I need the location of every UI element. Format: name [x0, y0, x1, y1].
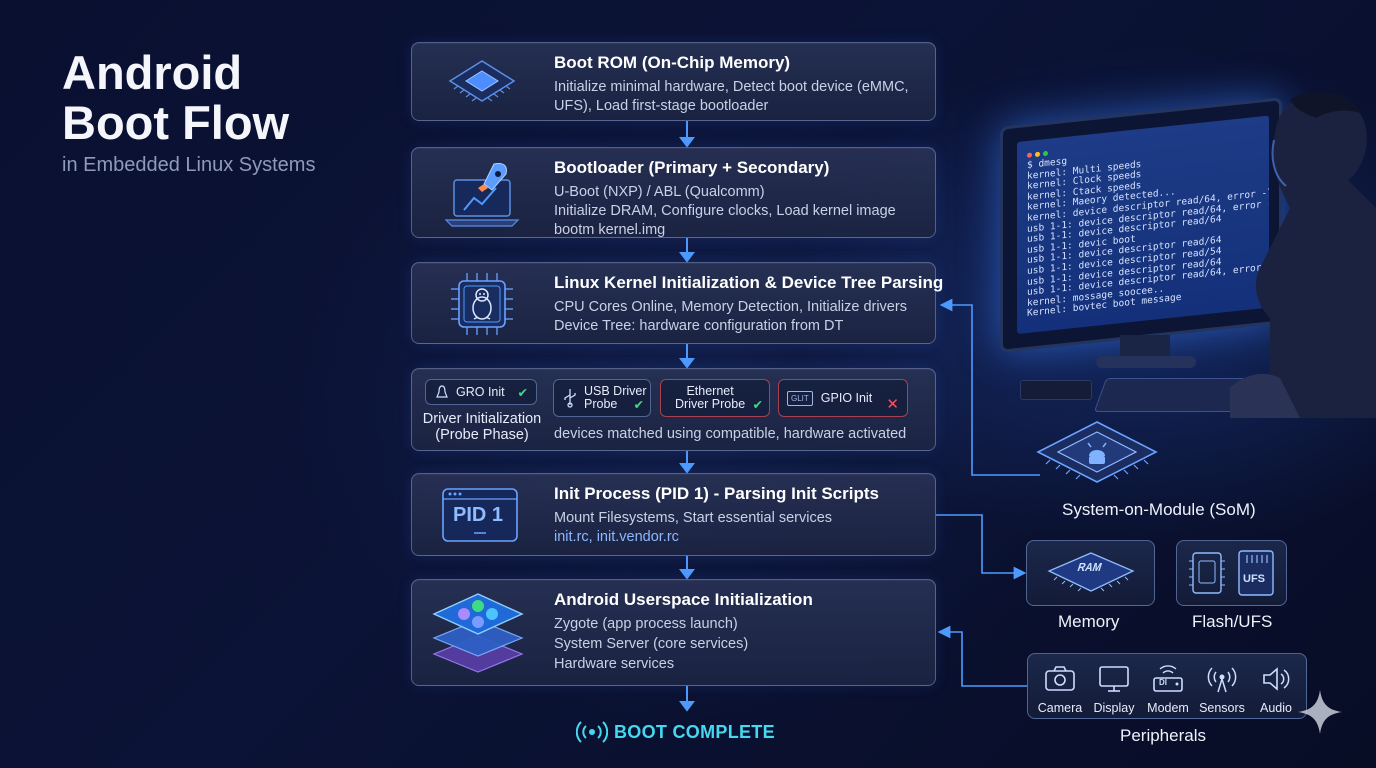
driver-stage-label: Driver Initialization (Probe Phase): [418, 411, 546, 443]
peripheral-label: Camera: [1037, 701, 1083, 715]
driver-chip-label: USB Driver: [584, 384, 647, 398]
stage-detail: Hardware services: [554, 656, 675, 672]
peripheral-label: Sensors: [1199, 701, 1245, 715]
peripheral-camera: Camera: [1032, 664, 1088, 715]
gpio-chip-icon: GLIT: [787, 390, 813, 406]
stage-detail: Initialize DRAM, Configure clocks, Load …: [554, 203, 896, 219]
stage-detail: U-Boot (NXP) / ABL (Qualcomm): [554, 184, 765, 200]
mouse-pad: [1020, 380, 1092, 400]
layers-icon: [426, 584, 530, 680]
memory-label: Memory: [1058, 612, 1120, 631]
sd-card-icon: [1192, 552, 1222, 594]
driver-chip-label: Driver Probe: [675, 397, 746, 411]
stage-detail: System Server (core services): [554, 636, 749, 652]
camera-icon: [1045, 666, 1075, 691]
peripherals-card: Camera Display DI Modem Sensors Audio: [1027, 653, 1307, 719]
stage-title: Boot ROM (On-Chip Memory): [554, 53, 791, 72]
peripheral-label: Modem: [1147, 701, 1189, 715]
stage-boot-rom: Boot ROM (On-Chip Memory) Initialize min…: [411, 42, 936, 121]
check-icon: ✔: [517, 385, 528, 400]
person-silhouette: [1230, 91, 1376, 418]
page-subtitle: in Embedded Linux Systems: [62, 154, 316, 176]
page-title: Android Boot Flow: [62, 48, 382, 148]
peripheral-sensors: Sensors: [1194, 664, 1250, 715]
driver-chip-gpio: GLIT GPIO Init ✕: [778, 379, 908, 417]
flash-icons: [1189, 550, 1274, 596]
ram-text: RAM: [1075, 561, 1104, 575]
init-scripts: init.rc, init.vendor.rc: [554, 529, 679, 545]
stage-title: Init Process (PID 1) - Parsing Init Scri…: [554, 484, 879, 503]
stage-detail: CPU Cores Online, Memory Detection, Init…: [554, 299, 907, 315]
peripheral-label: Display: [1093, 701, 1135, 715]
sensor-icon: [1207, 667, 1237, 693]
monitor-base: [1096, 356, 1196, 368]
stage-title: Android Userspace Initialization: [554, 590, 813, 609]
keyboard: [1093, 378, 1247, 412]
speaker-icon: [1263, 667, 1290, 691]
driver-stage-label-line-2: (Probe Phase): [435, 427, 529, 443]
stage-detail: Mount Filesystems, Start essential servi…: [554, 510, 833, 526]
title-line-1: Android: [62, 46, 243, 99]
sparkle-icon: [1298, 690, 1342, 734]
peripheral-display: Display: [1086, 664, 1142, 715]
flash-label: Flash/UFS: [1192, 612, 1273, 631]
driver-chip-label: Ethernet: [686, 384, 734, 398]
display-icon: [1099, 666, 1129, 692]
stage-detail: bootm kernel.img: [554, 222, 666, 238]
stage-detail: Initialize minimal hardware, Detect boot…: [554, 79, 909, 95]
broadcast-icon: [575, 720, 609, 749]
driver-chip-label: GRO Init: [456, 385, 505, 399]
linux-icon: [436, 385, 448, 398]
driver-chip-usb: USB Driver Probe ✔: [553, 379, 651, 417]
ufs-text: UFS: [1243, 573, 1265, 585]
stage-detail: Device Tree: hardware configuration from…: [554, 318, 844, 334]
stage-kernel: Linux Kernel Initialization & Device Tre…: [411, 262, 944, 344]
stage-title: Linux Kernel Initialization & Device Tre…: [554, 273, 944, 292]
driver-chip-gro: GRO Init ✔: [425, 379, 537, 405]
driver-stage-label-line-1: Driver Initialization: [422, 411, 542, 427]
linux-penguin-chip-icon: [442, 269, 522, 339]
stage-driver-init: GRO Init ✔ USB Driver Probe ✔ Ethernet D…: [411, 368, 936, 451]
stage-title: Bootloader (Primary + Secondary): [554, 158, 830, 177]
chip-icon: [442, 51, 522, 115]
window-dots: [1027, 142, 1051, 163]
peripheral-audio: Audio: [1248, 664, 1304, 715]
som-label: System-on-Module (SoM): [1062, 500, 1256, 519]
peripheral-label: Audio: [1260, 701, 1292, 715]
driver-chip-label: Probe: [584, 397, 618, 411]
rocket-laptop-icon: [442, 156, 522, 232]
flash-card: UFS: [1176, 540, 1287, 606]
pid-window-icon: PID 1: [440, 482, 520, 548]
check-icon: ✔: [752, 398, 763, 412]
stage-detail: Zygote (app process launch): [554, 616, 738, 632]
modem-icon-text: DI: [1159, 678, 1167, 687]
driver-chip-ethernet: Ethernet Driver Probe ✔: [660, 379, 770, 417]
stage-android-userspace: Android Userspace Initialization Zygote …: [411, 579, 936, 686]
driver-stage-description: devices matched using compatible, hardwa…: [554, 426, 907, 442]
memory-card: RAM: [1026, 540, 1155, 606]
peripherals-label: Peripherals: [1120, 726, 1206, 745]
pid-label: PID 1: [453, 504, 504, 526]
cross-icon: ✕: [886, 396, 899, 413]
boot-complete-label: BOOT COMPLETE: [614, 722, 775, 742]
ram-icon: [1047, 552, 1135, 592]
usb-icon: [564, 389, 576, 408]
peripheral-modem: DI Modem: [1140, 664, 1196, 715]
stage-bootloader: Bootloader (Primary + Secondary) U-Boot …: [411, 147, 936, 238]
stage-init-process: PID 1 Init Process (PID 1) - Parsing Ini…: [411, 473, 936, 556]
title-line-2: Boot Flow: [62, 96, 290, 149]
stage-detail: UFS), Load first-stage bootloader: [554, 98, 769, 114]
check-icon: ✔: [633, 398, 644, 412]
som-chip-icon: [1032, 416, 1162, 501]
modem-icon: [1153, 665, 1183, 692]
driver-chip-label: GPIO Init: [820, 391, 873, 405]
